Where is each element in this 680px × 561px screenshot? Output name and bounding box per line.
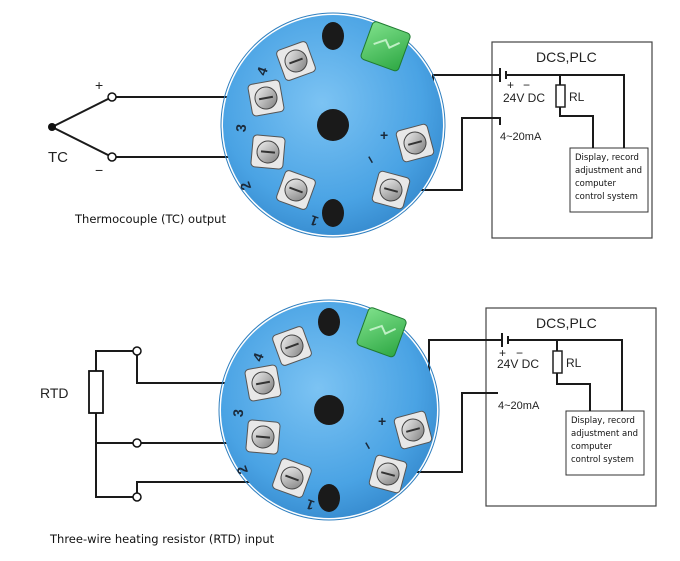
tc-junction (48, 123, 56, 131)
dcs-title: DCS,PLC (536, 49, 597, 65)
supply-minus: − (523, 78, 530, 92)
screw-terminal (272, 326, 312, 366)
green-connector (356, 307, 407, 358)
dcs-title: DCS,PLC (536, 315, 597, 331)
signal-label: 4~20mA (500, 131, 542, 143)
display-box (565, 410, 645, 476)
screw-terminal (276, 170, 316, 210)
dcs-box (491, 41, 653, 239)
rtd-node (132, 438, 142, 448)
load-label: RL (566, 356, 582, 370)
rtd-resistor (88, 370, 104, 414)
caption-rtd: Three-wire heating resistor (RTD) input (49, 532, 275, 546)
green-connector (360, 21, 411, 72)
terminal-number: 3 (233, 123, 250, 132)
caption-tc: Thermocouple (TC) output (74, 212, 226, 226)
mount-hole-bottom (318, 484, 340, 512)
screw-terminal (395, 123, 435, 163)
tc-plus-node (107, 92, 117, 102)
display-line-3: computer (571, 442, 612, 452)
display-line-1: Display, record (571, 416, 635, 426)
rtd-node (132, 492, 142, 502)
screw-terminal (244, 364, 282, 402)
display-line-4: control system (571, 455, 634, 465)
display-line-1: Display, record (575, 153, 639, 163)
supply-plus: + (499, 346, 506, 360)
rtd-node (132, 346, 142, 356)
terminal-number: 3 (230, 408, 247, 417)
mount-hole-top (322, 22, 344, 50)
display-box (569, 147, 649, 213)
out-plus-label: + (378, 413, 386, 429)
mount-hole-bottom (322, 199, 344, 227)
screw-terminal (245, 419, 281, 455)
display-line-2: adjustment and (575, 166, 642, 176)
out-plus-label: + (380, 127, 388, 143)
tc-minus-label: − (95, 162, 103, 178)
mount-hole-top (318, 308, 340, 336)
diagram-tc: DCS,PLC + − 24V DC RL 4~20mA Display, re… (48, 12, 653, 239)
transmitter-disc: 4 3 2 1 + − (220, 12, 446, 238)
supply-plus: + (507, 78, 514, 92)
display-line-4: control system (575, 192, 638, 202)
signal-label: 4~20mA (498, 400, 540, 412)
screw-terminal (247, 79, 285, 117)
supply-label: 24V DC (503, 91, 545, 105)
dcs-box (485, 307, 657, 507)
load-resistor (552, 350, 563, 374)
sensor-label-rtd: RTD (40, 385, 69, 401)
supply-label: 24V DC (497, 357, 539, 371)
transmitter-disc: 4 3 2 1 + − (218, 299, 440, 521)
diagram-rtd: DCS,PLC + − 24V DC RL 4~20mA Display, re… (40, 299, 657, 546)
display-line-2: adjustment and (571, 429, 638, 439)
load-resistor (555, 84, 566, 108)
screw-terminal (276, 41, 316, 81)
screw-terminal (368, 454, 408, 494)
tc-plus-label: + (95, 77, 103, 93)
screw-terminal (371, 170, 411, 210)
display-line-3: computer (575, 179, 616, 189)
screw-terminal (393, 410, 433, 450)
load-label: RL (569, 90, 585, 104)
sensor-label-tc: TC (48, 149, 68, 166)
screw-terminal (272, 458, 312, 498)
screw-terminal (250, 134, 286, 170)
tc-minus-node (107, 152, 117, 162)
supply-minus: − (516, 346, 523, 360)
center-hole (314, 395, 344, 425)
center-hole (317, 109, 349, 141)
